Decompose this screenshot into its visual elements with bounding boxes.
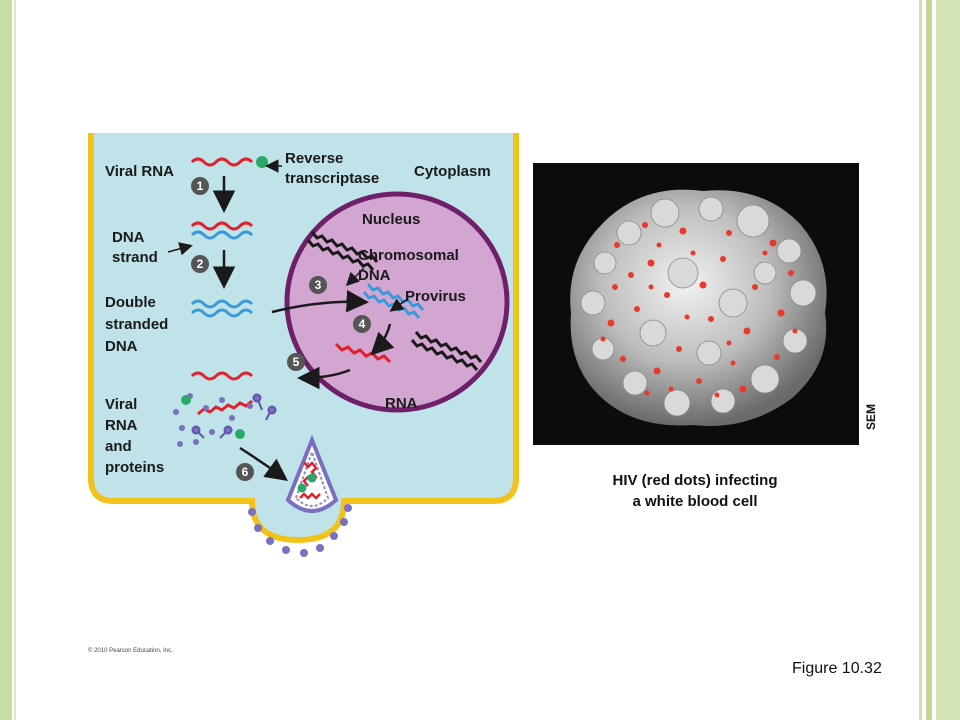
viral-proteins bbox=[173, 393, 253, 447]
reverse-transcriptase-enzyme bbox=[256, 156, 268, 168]
viral-rna-strand bbox=[190, 157, 254, 167]
protein-lollipops bbox=[191, 393, 277, 439]
label-stranded: stranded bbox=[105, 316, 168, 333]
arrow-step-6 bbox=[239, 446, 289, 481]
label-viral: Viral bbox=[105, 396, 137, 413]
double-stranded-dna-b bbox=[190, 308, 254, 318]
slide-frame-left-line bbox=[14, 0, 16, 720]
step-1-number: 1 bbox=[197, 179, 204, 193]
label-viral-rna-2: RNA bbox=[105, 417, 138, 434]
hiv-particles bbox=[600, 222, 798, 398]
white-blood-cell bbox=[570, 189, 827, 426]
double-stranded-dna-a bbox=[190, 299, 254, 309]
label-rna: RNA bbox=[385, 395, 418, 412]
micrograph-caption: HIV (red dots) infecting a white blood c… bbox=[560, 470, 830, 512]
step-5-marker: 5 bbox=[287, 353, 305, 371]
label-reverse: Reverse bbox=[285, 150, 343, 167]
label-double: Double bbox=[105, 294, 156, 311]
copyright-notice: © 2010 Pearson Education, Inc. bbox=[88, 648, 173, 654]
exported-viral-rna bbox=[190, 371, 254, 381]
sem-cell-illustration bbox=[570, 189, 827, 426]
step-5-number: 5 bbox=[293, 355, 300, 369]
label-dna: DNA bbox=[112, 229, 145, 246]
step-2-number: 2 bbox=[197, 257, 204, 271]
step-3-number: 3 bbox=[315, 278, 322, 292]
arrow-dna-strand-pointer bbox=[167, 242, 193, 256]
rna-dna-hybrid-red bbox=[190, 221, 254, 231]
label-viral-rna: Viral RNA bbox=[105, 163, 174, 180]
figure-number: Figure 10.32 bbox=[792, 660, 882, 677]
nuclear-rna-strand bbox=[334, 342, 392, 364]
label-transcriptase: transcriptase bbox=[285, 170, 379, 187]
arrow-step-4 bbox=[370, 323, 395, 356]
arrow-step-5 bbox=[297, 366, 351, 390]
label-strand: strand bbox=[112, 249, 158, 266]
caption-line-2: a white blood cell bbox=[632, 493, 758, 510]
label-provirus: Provirus bbox=[405, 288, 466, 305]
slide-frame-right-bar bbox=[926, 0, 932, 720]
label-chromosomal: Chromosomal bbox=[358, 247, 459, 264]
sem-label: SEM bbox=[864, 403, 878, 430]
rna-dna-hybrid-blue bbox=[190, 230, 254, 240]
step-2-marker: 2 bbox=[191, 255, 209, 273]
label-double-dna: DNA bbox=[105, 338, 138, 355]
slide-frame-left bbox=[0, 0, 12, 720]
step-4-marker: 4 bbox=[353, 315, 371, 333]
label-and: and bbox=[105, 438, 132, 455]
label-proteins: proteins bbox=[105, 459, 164, 476]
step-6-marker: 6 bbox=[236, 463, 254, 481]
label-cytoplasm: Cytoplasm bbox=[414, 163, 491, 180]
label-chromosomal-dna: DNA bbox=[358, 267, 391, 284]
assembling-virion bbox=[285, 434, 339, 513]
slide-frame-right-line bbox=[919, 0, 922, 720]
step-3-marker: 3 bbox=[309, 276, 327, 294]
sem-micrograph bbox=[533, 163, 859, 445]
step-6-number: 6 bbox=[242, 465, 249, 479]
caption-line-1: HIV (red dots) infecting bbox=[612, 472, 778, 489]
step-4-number: 4 bbox=[359, 317, 366, 331]
budding-membrane-proteins bbox=[248, 504, 352, 557]
arrow-step-3 bbox=[271, 289, 369, 314]
step-1-marker: 1 bbox=[191, 177, 209, 195]
label-nucleus: Nucleus bbox=[362, 211, 420, 228]
slide-frame-right-strip bbox=[936, 0, 960, 720]
chromosomal-dna bbox=[306, 231, 483, 371]
arrow-provirus-pointer bbox=[389, 298, 407, 312]
free-reverse-transcriptase bbox=[181, 395, 245, 439]
cell-surface-blebs bbox=[580, 196, 817, 417]
arrow-chromosomal-pointer bbox=[345, 267, 365, 287]
